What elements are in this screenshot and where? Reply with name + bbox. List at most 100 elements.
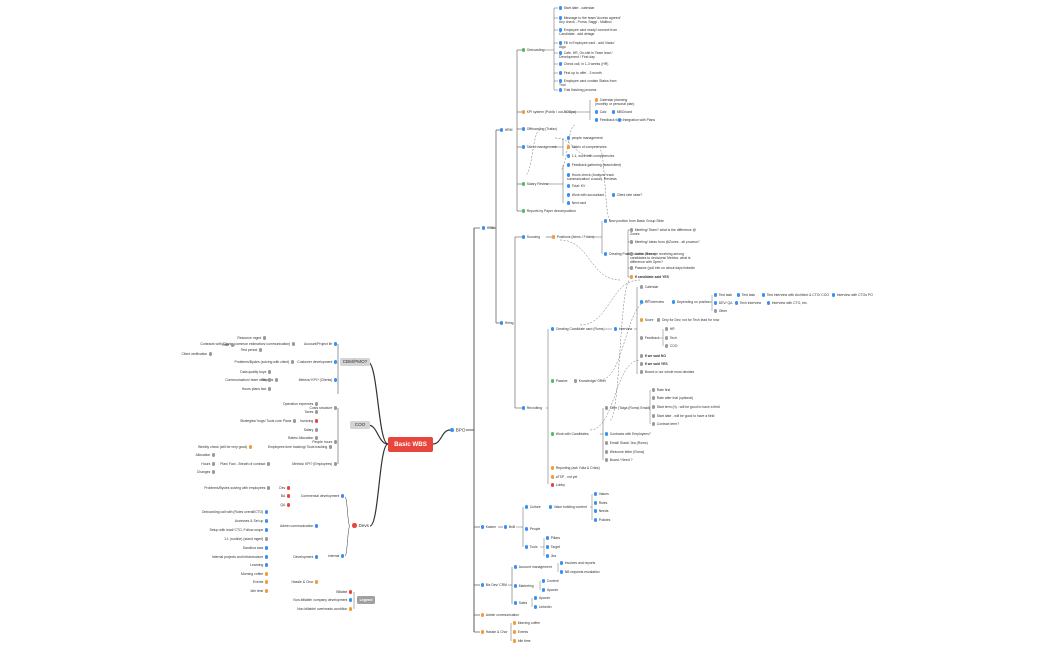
welcome-node[interactable]: Welcome letter (Roms) (605, 450, 644, 454)
culture-node[interactable]: Culture (525, 505, 541, 509)
salary-item-3[interactable]: Work with accountant (567, 193, 604, 197)
devs-idle[interactable]: Idle time (250, 589, 268, 593)
offer-item-4[interactable]: Contract term? (652, 422, 679, 426)
salary-item-4[interactable]: Next card (567, 201, 586, 205)
admin-comm-node[interactable]: Admin communication (481, 613, 519, 617)
devs-development-node[interactable]: Development (293, 555, 318, 559)
onboarding-item-5[interactable]: Check call, in 1-3 weeks (HR) (559, 62, 621, 66)
kpi-integration-node[interactable]: Integration with Plans (618, 118, 655, 122)
devs-node[interactable]: Devs (352, 523, 369, 528)
kaizen-value-0[interactable]: Values (594, 492, 609, 496)
devs-commercial-node[interactable]: Commercial development (301, 494, 344, 498)
talent-item-2[interactable]: 1:1, work with competencies (567, 154, 614, 158)
passive-node[interactable]: Passive (551, 379, 568, 383)
salary-node[interactable]: Salary Review (522, 182, 548, 186)
devs-admin-0[interactable]: Onboarding call with (Roles overall/CTO) (202, 510, 268, 514)
feedback-node[interactable]: Feedback (640, 336, 660, 340)
reports-node[interactable]: Reports by Paper decomposition (522, 209, 576, 213)
root-node[interactable]: Basic WBS (388, 437, 433, 452)
account-nb[interactable]: NB requests escalation (560, 570, 600, 574)
fb-hr[interactable]: HR (665, 327, 675, 331)
tech-interview2-node[interactable]: Tech interview (735, 301, 761, 305)
devs-admin-2[interactable]: Setup with lead/ CTO, Follow scope (209, 528, 268, 532)
cbm-rep-1[interactable]: Communication/ team work (225, 378, 271, 382)
new-position-node[interactable]: New position from Basic Group Slide (604, 219, 664, 223)
kpi-node[interactable]: KPI system (Public / out-BOSpa) (522, 110, 576, 114)
test-task2-node[interactable]: Test task (737, 293, 755, 297)
sourcing-item-0[interactable]: Meeting/ Team? what is the difference @ … (630, 228, 700, 236)
coo-strategies[interactable]: Strategies/ hugs/ Tools core Plans (240, 419, 296, 423)
cbm-test[interactable]: Test period (241, 348, 262, 352)
cbm-client[interactable]: Client verification (181, 352, 212, 356)
devs-hassle-node[interactable]: Hassle & Chor (291, 580, 318, 584)
coo-taxes[interactable]: Taxes (304, 410, 318, 414)
talent-node[interactable]: Talent management (522, 145, 556, 149)
cbm-account-node[interactable]: Account/Project lifr (304, 342, 337, 346)
sourcing-node[interactable]: Sourcing (522, 235, 540, 239)
lobby-node[interactable]: Lobby (551, 483, 565, 487)
sourcing-item-1[interactable]: Meeting/ Ideas from @Zones - all process… (630, 240, 700, 244)
kpi-feedback-node[interactable]: Feedback form (595, 118, 622, 122)
tech-interview-node[interactable]: Test interview with Architect & CTO/ COO (762, 293, 829, 297)
devs-ba[interactable]: BA (281, 494, 290, 498)
email-node[interactable]: Email/ Slack/ Jira (Roms) (605, 441, 648, 445)
tools-pillars[interactable]: Pillars (546, 536, 560, 540)
onboarding-node[interactable]: Onboarding (522, 48, 544, 52)
devs-dev[interactable]: Dev (279, 486, 290, 490)
account-invoices[interactable]: Invoices and reports (560, 561, 595, 565)
onboarding-item-7[interactable]: Employee card contain Status from Trial (559, 79, 621, 87)
hrm-sub-node[interactable]: HRM (500, 128, 512, 132)
devs-qa[interactable]: QA (280, 503, 290, 507)
offer-item-0[interactable]: Rate first (652, 388, 670, 392)
offer-item-1[interactable]: Rate after trial (optional) (652, 396, 693, 400)
hassle-events[interactable]: Events (513, 630, 528, 634)
interview-cto-node[interactable]: Interview with CTO, etc. (767, 301, 808, 305)
board-need-node[interactable]: Board / Need ? (605, 458, 633, 462)
bnb-node[interactable]: BnB (504, 525, 515, 529)
talent-item-0[interactable]: people management (567, 136, 603, 140)
coo-opex[interactable]: Operation expenses (283, 402, 318, 406)
cbm-problems-node[interactable]: Problems/Bycles (solving with client) (234, 360, 294, 364)
cbm-rep-0[interactable]: Data quality buys (240, 370, 271, 374)
tools-target[interactable]: Target (546, 545, 560, 549)
offer-item-3[interactable]: Start date - will be good to have a fiel… (652, 414, 714, 418)
test-task-node[interactable]: Test task (714, 293, 732, 297)
marketing-content[interactable]: Content (542, 579, 559, 583)
kpi-calendar-node[interactable]: Calendar planning (monthly or personal p… (595, 98, 641, 106)
kaizen-value-2[interactable]: Needs (594, 509, 609, 513)
recruiting-node[interactable]: Recruiting (522, 406, 542, 410)
candidate-card-node[interactable]: Creating Candidate card (Roms) (551, 327, 605, 331)
hrm-node[interactable]: HRM (482, 226, 494, 230)
depending-node[interactable]: Depending on position (672, 300, 710, 304)
coo-costs-node[interactable]: Costs structure (310, 406, 337, 410)
devs-learning[interactable]: Learning (250, 563, 268, 567)
cbm-node[interactable]: CBM/PMO? (340, 358, 370, 366)
salary-item-1[interactable]: Hours check (Analyze/ track summarizatio… (567, 173, 625, 181)
onboarding-item-3[interactable]: Fill in Employee card - add Vlado/ Algo (559, 41, 621, 49)
account-node[interactable]: Account management (514, 565, 552, 569)
contracts-node[interactable]: Contracts with Employees? (605, 432, 651, 436)
bizdev-node[interactable]: Biz Dev/ CRM (481, 583, 507, 587)
knowledge-node[interactable]: Knowledge/ Other (574, 379, 606, 383)
hassle-coffee[interactable]: Morning coffee (513, 621, 540, 625)
cbm-reports-node[interactable]: Reports (261, 378, 278, 382)
people-node[interactable]: People (525, 527, 540, 531)
cto-interview-node[interactable]: Interview with CTOs PO (832, 293, 873, 297)
cbm-contracts-node[interactable]: Contracts with Clients (common estimatio… (200, 342, 295, 346)
interview-node[interactable]: Interview (614, 327, 632, 331)
marketing-node[interactable]: Marketing (514, 584, 534, 588)
kaizen-value-1[interactable]: Rules (594, 501, 607, 505)
onboarding-item-4[interactable]: Cafe, HR, On-site in Team lead / Develop… (559, 51, 621, 59)
legend-nonbillable-overheads[interactable]: Non-billable/ overheads condition (297, 607, 352, 611)
coo-metrics[interactable]: Metrics/ KPI? (Employees) (292, 462, 337, 466)
onboarding-item-0[interactable]: Start date - calendar (559, 6, 621, 10)
coo-emp-time[interactable]: Employees time tracking/ Tools tracking (268, 445, 332, 449)
devs-admin-node[interactable]: Admin communication (280, 524, 318, 528)
hassle-node[interactable]: Hassle & Chor (481, 630, 508, 634)
devs-internal-proj[interactable]: Internal projects and infrastructure (212, 555, 268, 559)
legend-billable[interactable]: Billable (336, 590, 352, 594)
value-content-node[interactable]: Value building content (549, 505, 587, 509)
kpi-mbo-node[interactable]: MBO/card (612, 110, 632, 114)
offer-node[interactable]: Offer (Taiga (Roms) Email) (605, 406, 650, 410)
devs-admin-1[interactable]: Accesses & Set up (235, 519, 268, 523)
